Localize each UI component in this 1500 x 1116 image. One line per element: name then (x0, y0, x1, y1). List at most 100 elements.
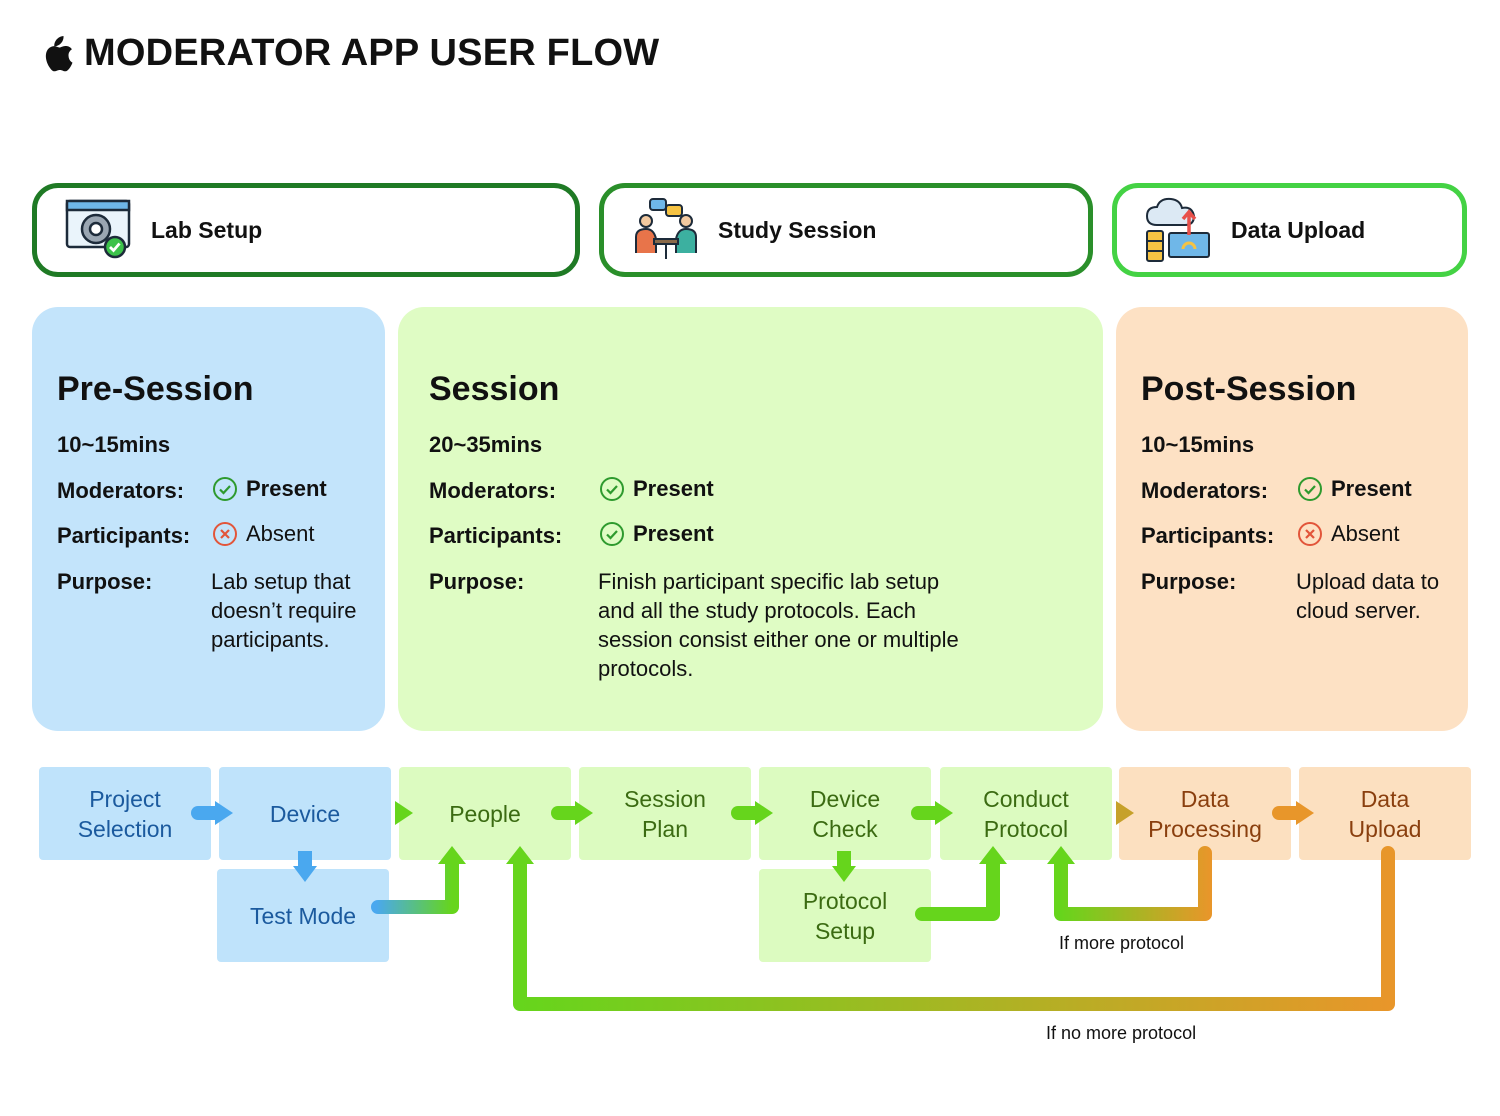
panel-duration: 10~15mins (1141, 432, 1255, 457)
panel-title: Post-Session (1141, 370, 1357, 408)
arrow-project-to-device (191, 801, 233, 825)
arrow-device-to-people (371, 801, 413, 825)
participants-label: Participants: (57, 523, 191, 548)
arrow-device-check-to-conduct (911, 801, 953, 825)
moderators-label: Moderators: (57, 478, 185, 503)
check-circle-icon (1298, 477, 1322, 501)
phase-data-upload: Data Upload (1112, 183, 1467, 277)
study-session-people-icon (635, 198, 697, 259)
flow-label-line: Selection (77, 815, 173, 842)
purpose-line: Upload data to (1296, 569, 1440, 594)
purpose-text: Upload data to cloud server. (1296, 567, 1439, 625)
phase-label: Study Session (718, 216, 877, 243)
moderators-label: Moderators: (1141, 478, 1269, 503)
purpose-line: and all the study protocols. Each (598, 598, 916, 623)
participants-label: Participants: (1141, 523, 1275, 548)
panel-title: Session (429, 370, 560, 408)
flow-label-line: Check (812, 815, 878, 842)
panel-duration: 10~15mins (57, 432, 171, 457)
purpose-text: Finish participant specific lab setup an… (598, 567, 959, 683)
arrow-conduct-to-processing (1092, 801, 1134, 825)
flow-label-line: Session (624, 785, 706, 812)
flow-label-line: Protocol (802, 887, 888, 914)
purpose-line: Finish participant specific lab setup (598, 569, 940, 594)
arrow-protocol-setup-to-conduct (915, 846, 1007, 921)
flow-label-line: Data (1180, 785, 1230, 812)
participants-value: Absent (246, 521, 315, 546)
cloud-server-upload-icon (1145, 197, 1210, 262)
panel-duration: 20~35mins (429, 432, 543, 457)
moderators-status: Present (1297, 476, 1412, 502)
moderators-status: Present (599, 476, 714, 502)
flow-label-line: Upload (1348, 815, 1422, 842)
participants-label: Participants: (429, 523, 563, 548)
purpose-line: protocols. (598, 656, 694, 681)
moderators-value: Present (246, 476, 327, 501)
session-panel: Session 20~35mins Moderators: Present Pa… (398, 307, 1103, 731)
flow-label-line: Project (89, 785, 161, 812)
phase-label: Lab Setup (151, 216, 263, 243)
lab-setup-gear-icon (65, 199, 131, 259)
purpose-line: cloud server. (1296, 598, 1421, 623)
apple-logo-icon (45, 35, 73, 71)
arrow-device-check-to-protocol-setup (832, 851, 856, 882)
flow-label-line: Conduct (983, 785, 1069, 812)
arrow-test-mode-to-people (371, 846, 466, 914)
flow-label: People (449, 800, 521, 827)
purpose-label: Purpose: (1141, 569, 1237, 594)
participants-value: Present (633, 521, 714, 546)
purpose-label: Purpose: (57, 569, 153, 594)
arrow-processing-to-upload (1272, 801, 1314, 825)
pre-session-panel: Pre-Session 10~15mins Moderators: Presen… (32, 307, 385, 731)
purpose-text: Lab setup that doesn’t require participa… (211, 567, 357, 654)
participants-status: Absent (1297, 521, 1400, 547)
purpose-line: participants. (211, 627, 330, 652)
moderators-label: Moderators: (429, 478, 557, 503)
flow-label-line: Protocol (983, 815, 1069, 842)
panel-title: Pre-Session (57, 370, 254, 408)
participants-status: Present (599, 521, 714, 547)
flow-label-line: Device (809, 785, 881, 812)
note-no-more-protocol: If no more protocol (1046, 1023, 1197, 1043)
check-circle-icon (600, 522, 624, 546)
flow-people[interactable]: People (399, 767, 571, 860)
flow-label: Device (269, 800, 341, 827)
x-circle-icon (1298, 522, 1322, 546)
arrow-no-more-protocol-loop (506, 846, 1395, 1011)
flow-label-line: Setup (814, 917, 876, 944)
phase-study-session: Study Session (599, 183, 1093, 277)
moderators-value: Present (1331, 476, 1412, 501)
phase-label: Data Upload (1231, 216, 1366, 243)
check-circle-icon (600, 477, 624, 501)
flow-label-line: Plan (641, 815, 689, 842)
arrow-more-protocol-loop (1047, 846, 1212, 921)
purpose-line: session consist either one or multiple (598, 627, 959, 652)
flow-label-line: Processing (1148, 815, 1262, 842)
moderators-value: Present (633, 476, 714, 501)
purpose-line: Lab setup that (211, 569, 351, 594)
page-title: MODERATOR APP USER FLOW (84, 32, 660, 74)
x-circle-icon (213, 522, 237, 546)
participants-value: Absent (1331, 521, 1400, 546)
flow-label: Test Mode (249, 902, 357, 929)
purpose-line: doesn’t require (211, 598, 357, 623)
arrow-device-to-test-mode (293, 851, 317, 882)
arrow-session-plan-to-device-check (731, 801, 773, 825)
flow-test-mode[interactable]: Test Mode (217, 869, 389, 962)
flow-device[interactable]: Device (219, 767, 391, 860)
arrow-people-to-session-plan (551, 801, 593, 825)
phase-lab-setup: Lab Setup (32, 183, 580, 277)
flow-label-line: Data (1360, 785, 1410, 812)
participants-status: Absent (212, 521, 315, 547)
purpose-label: Purpose: (429, 569, 525, 594)
note-more-protocol: If more protocol (1059, 933, 1185, 953)
post-session-panel: Post-Session 10~15mins Moderators: Prese… (1116, 307, 1468, 731)
